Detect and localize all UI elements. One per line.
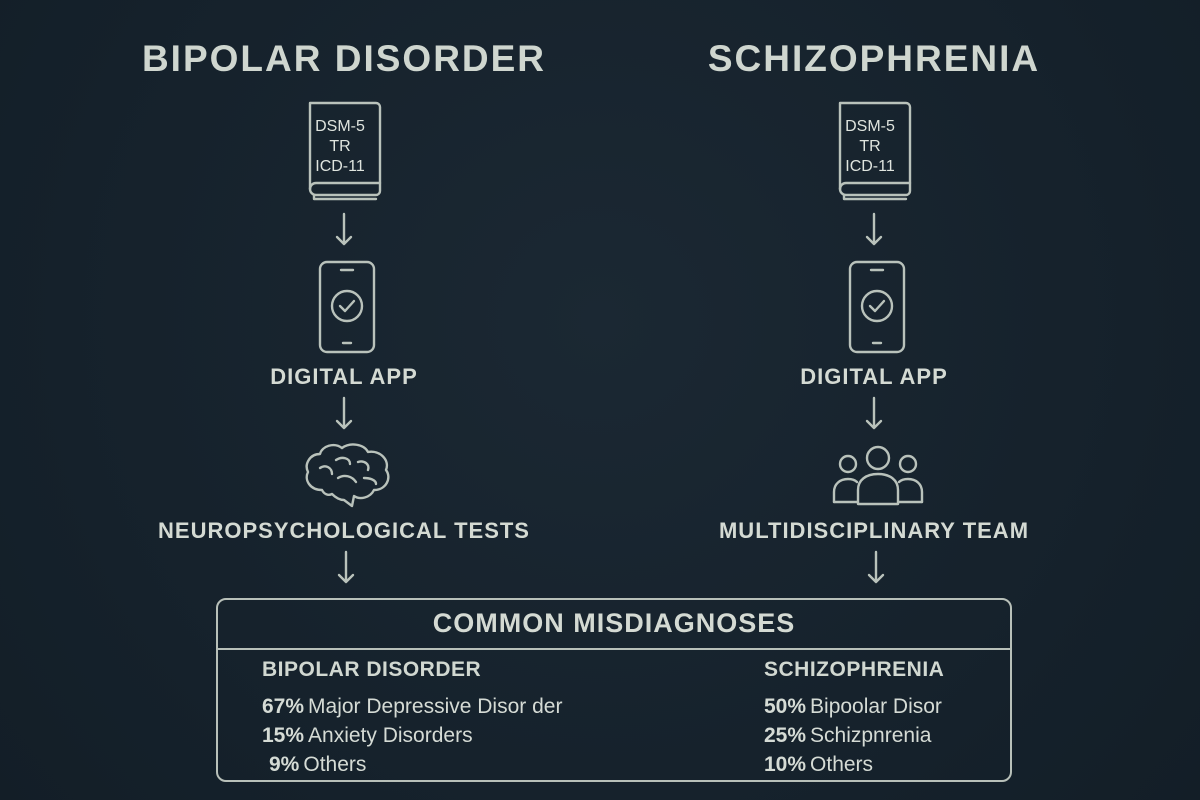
book-line: DSM-5 <box>845 118 895 135</box>
row-label: Others <box>810 753 874 776</box>
column-schizophrenia: SCHIZOPHRENIA DSM-5 TR ICD-11 <box>594 0 1154 600</box>
row-label: Schizpnrenia <box>810 724 932 747</box>
arrow-down-icon <box>334 396 354 432</box>
row-label: Others <box>303 753 367 776</box>
team-icon <box>830 444 926 506</box>
book-text: DSM-5 TR ICD-11 <box>834 117 906 177</box>
group-heading: BIPOLAR DISORDER <box>262 658 482 681</box>
smartphone-check-icon <box>317 259 377 355</box>
smartphone-check-icon <box>847 259 907 355</box>
misdiagnosis-row: 25%Schizpnrenia <box>764 721 1004 750</box>
row-percent: 10% <box>764 753 807 776</box>
misdiagnosis-row: 67%Major Depressive Disor der <box>262 692 622 721</box>
book-line: TR <box>859 138 881 155</box>
book-icon: DSM-5 TR ICD-11 <box>834 99 914 203</box>
book-text: DSM-5 TR ICD-11 <box>304 117 376 177</box>
row-label: Anxiety Disorders <box>308 724 473 747</box>
panel-divider <box>218 648 1010 650</box>
misdiagnosis-row: 15%Anxiety Disorders <box>262 721 622 750</box>
book-line: ICD-11 <box>315 158 365 175</box>
step-label-team: MULTIDISCIPLINARY TEAM <box>718 518 1030 543</box>
row-label: Major Depressive Disor der <box>308 695 563 718</box>
panel-title: COMMON MISDIAGNOSES <box>432 608 796 638</box>
arrow-down-icon <box>866 550 886 586</box>
arrow-down-icon <box>864 212 884 248</box>
row-percent: 50% <box>764 695 807 718</box>
arrow-down-icon <box>864 396 884 432</box>
misdiagnosis-group-schizophrenia: SCHIZOPHRENIA 50%Bipoolar Disor 25%Schiz… <box>764 658 1004 779</box>
misdiagnosis-row: 50%Bipoolar Disor <box>764 692 1004 721</box>
arrow-down-icon <box>334 212 354 248</box>
misdiagnosis-group-bipolar: BIPOLAR DISORDER 67%Major Depressive Dis… <box>262 658 622 779</box>
column-bipolar: BIPOLAR DISORDER DSM-5 TR ICD-11 <box>64 0 624 600</box>
book-line: TR <box>329 138 351 155</box>
row-percent: 25% <box>764 724 807 747</box>
row-percent: 9% <box>269 753 300 776</box>
row-label: Bipoolar Disor <box>810 695 942 718</box>
misdiagnosis-row: 9%Others <box>262 750 622 779</box>
column-title: BIPOLAR DISORDER <box>141 38 547 79</box>
step-label-neuropsych: NEUROPSYCHOLOGICAL TESTS <box>158 518 530 543</box>
book-line: DSM-5 <box>315 118 365 135</box>
brain-icon <box>302 440 392 510</box>
step-label-app: DIGITAL APP <box>800 364 948 389</box>
misdiagnoses-panel: COMMON MISDIAGNOSES BIPOLAR DISORDER 67%… <box>216 598 1012 782</box>
book-line: ICD-11 <box>845 158 895 175</box>
arrow-down-icon <box>336 550 356 586</box>
group-heading: SCHIZOPHRENIA <box>764 658 945 681</box>
column-title: SCHIZOPHRENIA <box>707 38 1041 79</box>
misdiagnosis-row: 10%Others <box>764 750 1004 779</box>
book-icon: DSM-5 TR ICD-11 <box>304 99 384 203</box>
step-label-app: DIGITAL APP <box>270 364 418 389</box>
row-percent: 15% <box>262 724 305 747</box>
row-percent: 67% <box>262 695 305 718</box>
